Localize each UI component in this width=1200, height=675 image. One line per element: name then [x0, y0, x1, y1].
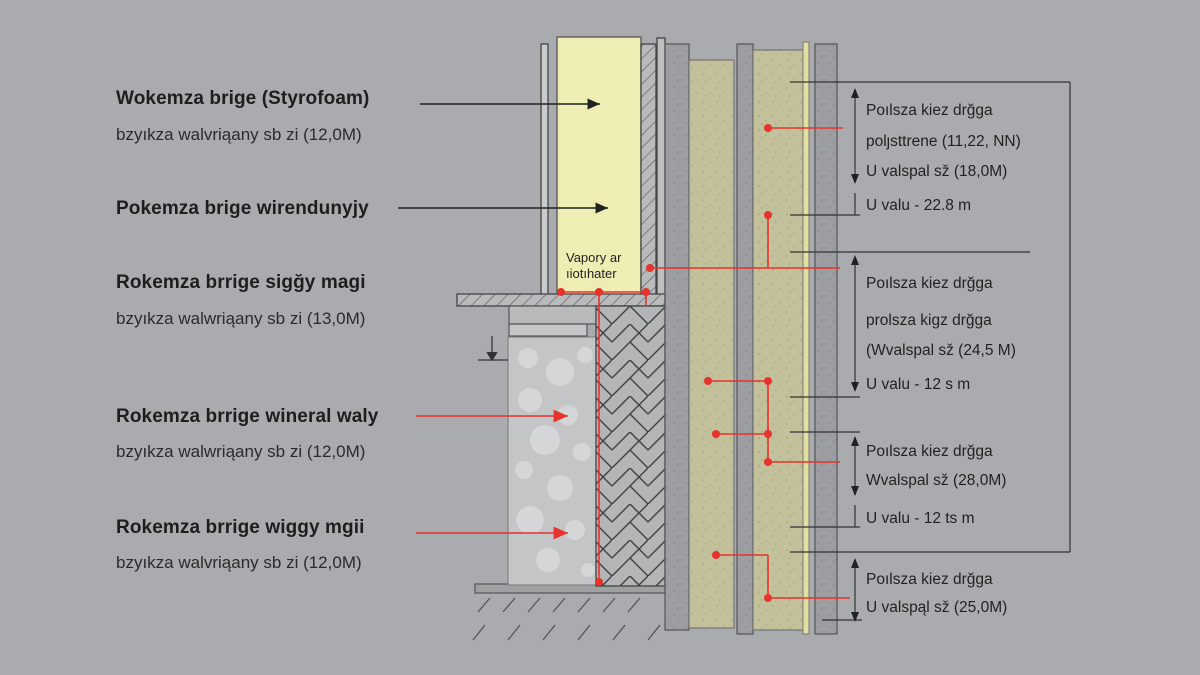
left-label-title-4: Rokemza brrige wineral waly	[116, 406, 379, 427]
fiber-insulation-1	[688, 59, 735, 629]
right-group-1-line-1: Poılsza kiez drğga	[866, 102, 993, 119]
right-group-1-uvalue: U valu - 22.8 m	[866, 197, 972, 214]
dimension-arrowheads	[851, 88, 859, 622]
vapor-barrier-label-2: ıiotıhater	[566, 266, 617, 281]
left-label-title-3: Rokemza brrige sigğy magi	[116, 272, 366, 293]
vapor-barrier-label-1: Vapory ar	[566, 250, 622, 265]
left-label-title-1: Wokemza brige (Styrofoam)	[116, 88, 370, 109]
right-group-4-line-2: U valspąl sž (25,0M)	[866, 599, 1008, 616]
leader-arrows-black	[398, 98, 608, 214]
ground-hatch	[472, 597, 661, 641]
concrete-layer-3	[814, 43, 838, 635]
slab-step-lower	[508, 323, 588, 337]
right-group-2-line-2: prolsza kigz drğga	[866, 312, 992, 329]
styrofoam-insulation	[556, 36, 642, 296]
slab-step	[508, 305, 600, 325]
leader-arrows-red	[416, 409, 568, 540]
left-label-sub-5: bzyıkza walvriąany sb zi (12,0M)	[116, 553, 362, 572]
wool-texture	[515, 347, 595, 577]
right-group-3-line-2: Wvalspal sž (28,0M)	[866, 472, 1007, 489]
right-group-2-uvalue: U valu - 12 s m	[866, 376, 971, 393]
thin-board	[656, 37, 666, 307]
right-group-2-line-1: Poılsza kiez drğga	[866, 275, 993, 292]
hatched-strip	[640, 43, 657, 301]
concrete-layer-1	[664, 43, 690, 631]
left-label-title-2: Pokemza brige wirendunyjy	[116, 198, 369, 219]
inner-membrane	[540, 43, 549, 303]
right-group-4-line-1: Poılsza kiez drğga	[866, 571, 993, 588]
left-label-sub-4: bzyıkza walwriąany sb zi (12,0M)	[116, 442, 366, 461]
level-marker-icon	[478, 336, 508, 362]
masonry-wall	[595, 305, 666, 587]
red-callout-dots	[557, 124, 772, 602]
fiber-insulation-2	[752, 49, 804, 631]
right-group-3-uvalue: U valu - 12 ts m	[866, 510, 975, 527]
left-label-title-5: Rokemza brrige wiggy mgii	[116, 517, 365, 538]
left-label-sub-1: bzyıkza walvriąany sb zi (12,0M)	[116, 125, 362, 144]
right-group-1-line-3: U valspal sž (18,0M)	[866, 163, 1008, 180]
right-group-3-line-1: Poılsza kiez drğga	[866, 443, 993, 460]
left-label-sub-3: bzyıkza walwriąany sb zi (13,0M)	[116, 309, 366, 328]
dimension-lines	[790, 81, 1071, 621]
right-group-1-line-2: polȷsttrene (11,22, NN)	[866, 133, 1021, 150]
concrete-layer-2	[736, 43, 754, 635]
right-group-2-line-3: (Wvalspal sž (24,5 M)	[866, 342, 1016, 359]
vapor-stripe	[802, 41, 810, 635]
red-callout-lines	[561, 127, 850, 599]
